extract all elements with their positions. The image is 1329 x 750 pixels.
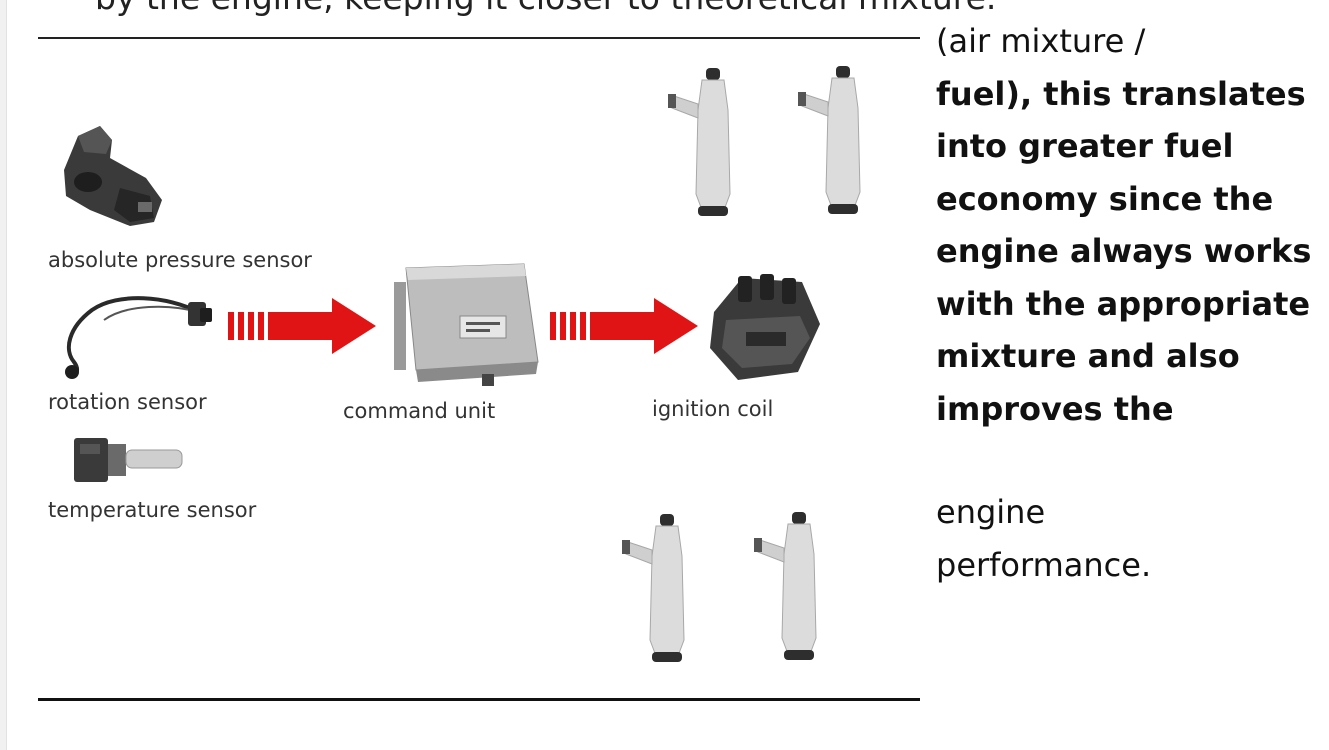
body-text-bold-line: engine always works (936, 232, 1312, 270)
body-text-bold-line: improves the (936, 389, 1174, 428)
fuel-injector-top-left-image (668, 68, 731, 216)
body-text-line-1: (air mixture / (936, 22, 1146, 60)
top-cropped-text: by the engine, keeping it closer to theo… (95, 0, 996, 17)
command-unit-label: command unit (343, 399, 496, 423)
temperature-sensor-label: temperature sensor (48, 498, 257, 522)
absolute-pressure-sensor-label: absolute pressure sensor (48, 248, 312, 272)
page-left-border (0, 0, 7, 750)
command-unit-image (394, 263, 539, 386)
absolute-pressure-sensor-image (64, 126, 162, 226)
bottom-rule (38, 698, 920, 701)
output-arrow-icon (550, 298, 698, 354)
top-rule (38, 37, 920, 39)
body-text-column-continued: engine performance. (936, 486, 1151, 591)
fuel-injector-bottom-right-image (754, 512, 817, 660)
input-arrow-icon (228, 298, 376, 354)
temperature-sensor-image (74, 438, 183, 482)
body-text-bold-line: economy since the (936, 179, 1274, 218)
body-text-line-performance: performance. (936, 545, 1152, 584)
ignition-coil-label: ignition coil (652, 397, 774, 421)
rotation-sensor-label: rotation sensor (48, 390, 207, 414)
body-text-column: (air mixture / fuel), this translates in… (936, 15, 1311, 435)
fuel-injector-top-right-image (798, 66, 861, 214)
rotation-sensor-image (65, 296, 212, 379)
body-text-bold-line: into greater fuel (936, 127, 1234, 165)
body-text-line-engine: engine (936, 493, 1046, 531)
body-text-bold-line: with the appropriate (936, 284, 1311, 323)
body-text-bold-line: fuel), this translates (936, 74, 1306, 113)
body-text-bold-line: mixture and also (936, 337, 1240, 375)
ignition-coil-image (710, 274, 820, 380)
fuel-injector-bottom-left-image (622, 514, 685, 662)
